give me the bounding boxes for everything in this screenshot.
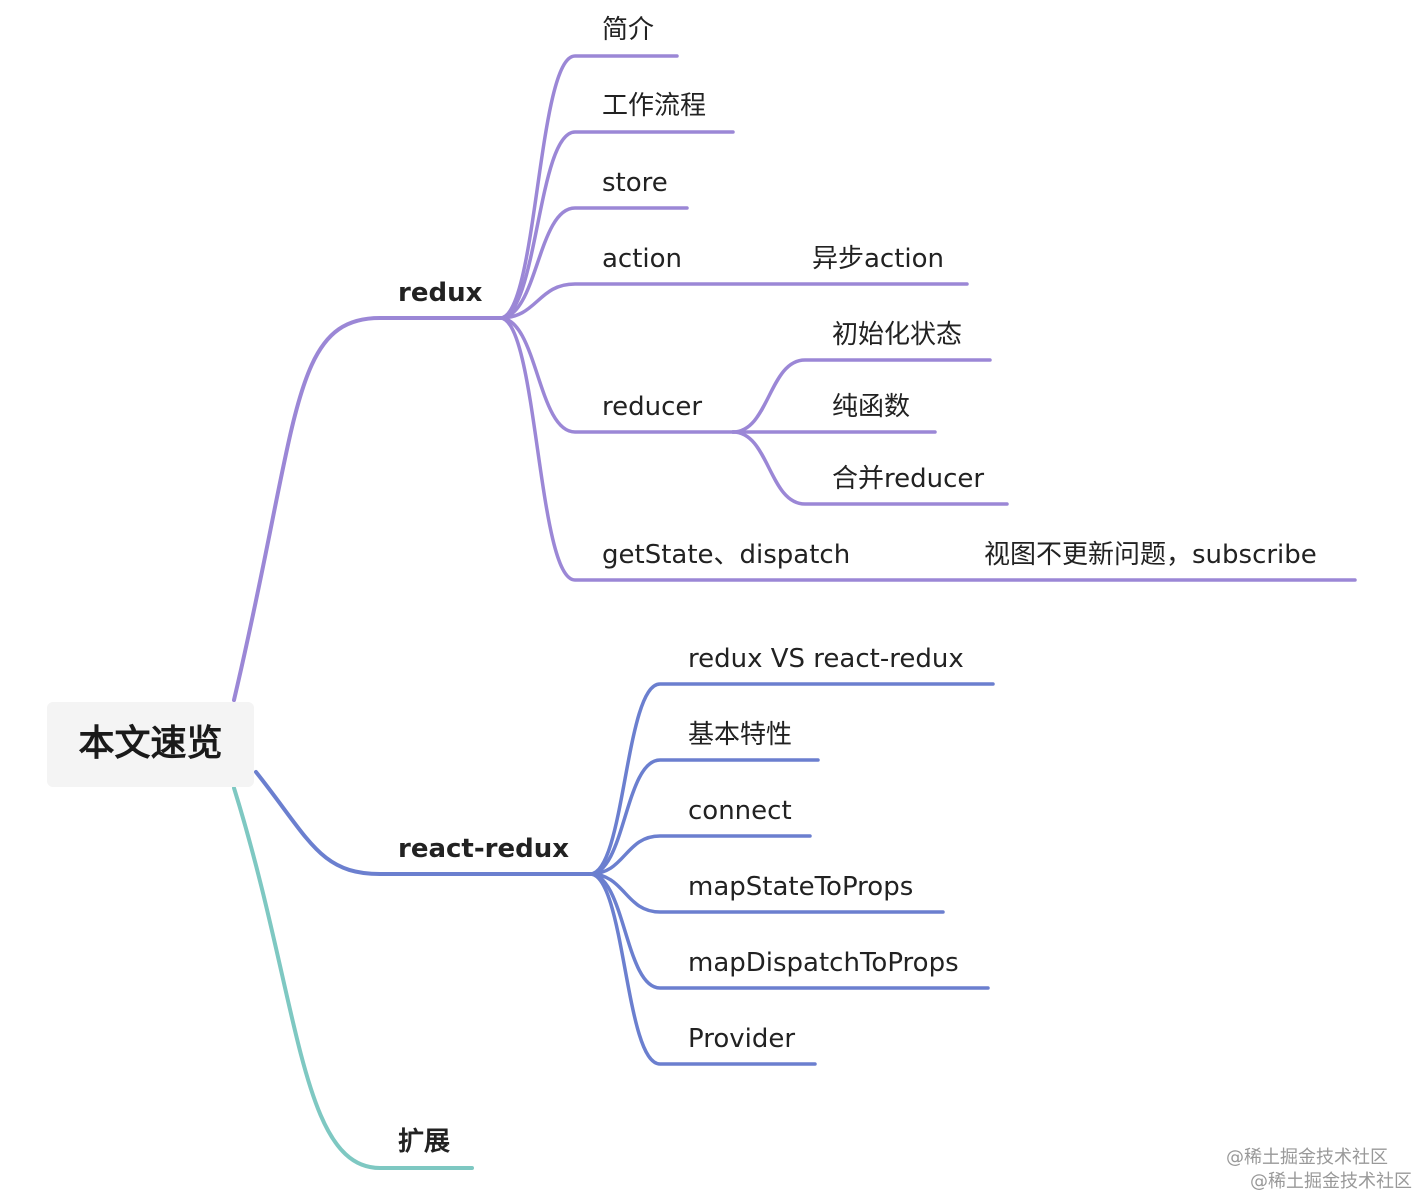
react-redux-child-features[interactable]: 基本特性: [688, 720, 793, 750]
watermark-line1: @稀土掘金技术社区: [1226, 1147, 1388, 1168]
connector-redux-child-3: [498, 282, 969, 320]
reducer-child-pure-function[interactable]: 纯函数: [832, 392, 911, 422]
reducer-child-init-state[interactable]: 初始化状态: [832, 320, 963, 350]
connector-react-redux-child-5: [588, 872, 817, 1066]
connector-reducer-child-2: [731, 430, 1009, 506]
react-redux-child-connect[interactable]: connect: [688, 796, 792, 826]
react-redux-child-vs[interactable]: redux VS react-redux: [688, 644, 964, 674]
connector-react-redux-child-4: [588, 872, 990, 990]
branch-extension-label[interactable]: 扩展: [398, 1127, 451, 1157]
root-label: 本文速览: [78, 723, 223, 764]
redux-child-intro[interactable]: 简介: [602, 15, 655, 45]
redux-child-store[interactable]: store: [602, 168, 668, 198]
connector-redux-child-0: [498, 54, 679, 320]
connector-root-extension: [232, 786, 474, 1170]
connector-react-redux-child-0: [588, 682, 995, 876]
branch-redux-label[interactable]: redux: [398, 278, 483, 308]
redux-child-reducer[interactable]: reducer: [602, 392, 703, 422]
root-node[interactable]: 本文速览: [47, 702, 254, 787]
redux-child-action[interactable]: action: [602, 244, 683, 274]
getstate-child-subscribe[interactable]: 视图不更新问题，subscribe: [984, 540, 1317, 570]
connector-redux-child-2: [498, 206, 689, 320]
connector-react-redux-child-2: [588, 834, 812, 876]
reducer-child-combine[interactable]: 合并reducer: [832, 464, 985, 494]
connector-reducer-child-0: [731, 358, 992, 434]
connector-redux-child-4: [498, 316, 735, 434]
action-child-async[interactable]: 异步action: [812, 244, 945, 274]
react-redux-child-mapdispatch[interactable]: mapDispatchToProps: [688, 948, 959, 978]
branch-react-redux-label[interactable]: react-redux: [398, 834, 569, 864]
redux-child-getstate-dispatch[interactable]: getState、dispatch: [602, 540, 851, 570]
connector-root-react-redux: [254, 770, 592, 876]
react-redux-child-mapstate[interactable]: mapStateToProps: [688, 872, 914, 902]
connector-redux-child-5: [498, 316, 1357, 582]
connector-react-redux-child-1: [588, 758, 820, 876]
connector-root-redux: [232, 316, 502, 702]
react-redux-child-provider[interactable]: Provider: [688, 1024, 796, 1054]
redux-child-workflow[interactable]: 工作流程: [602, 91, 707, 121]
connector-redux-child-1: [498, 130, 735, 320]
watermark-line2: @稀土掘金技术社区: [1250, 1171, 1412, 1192]
connector-react-redux-child-3: [588, 872, 945, 914]
